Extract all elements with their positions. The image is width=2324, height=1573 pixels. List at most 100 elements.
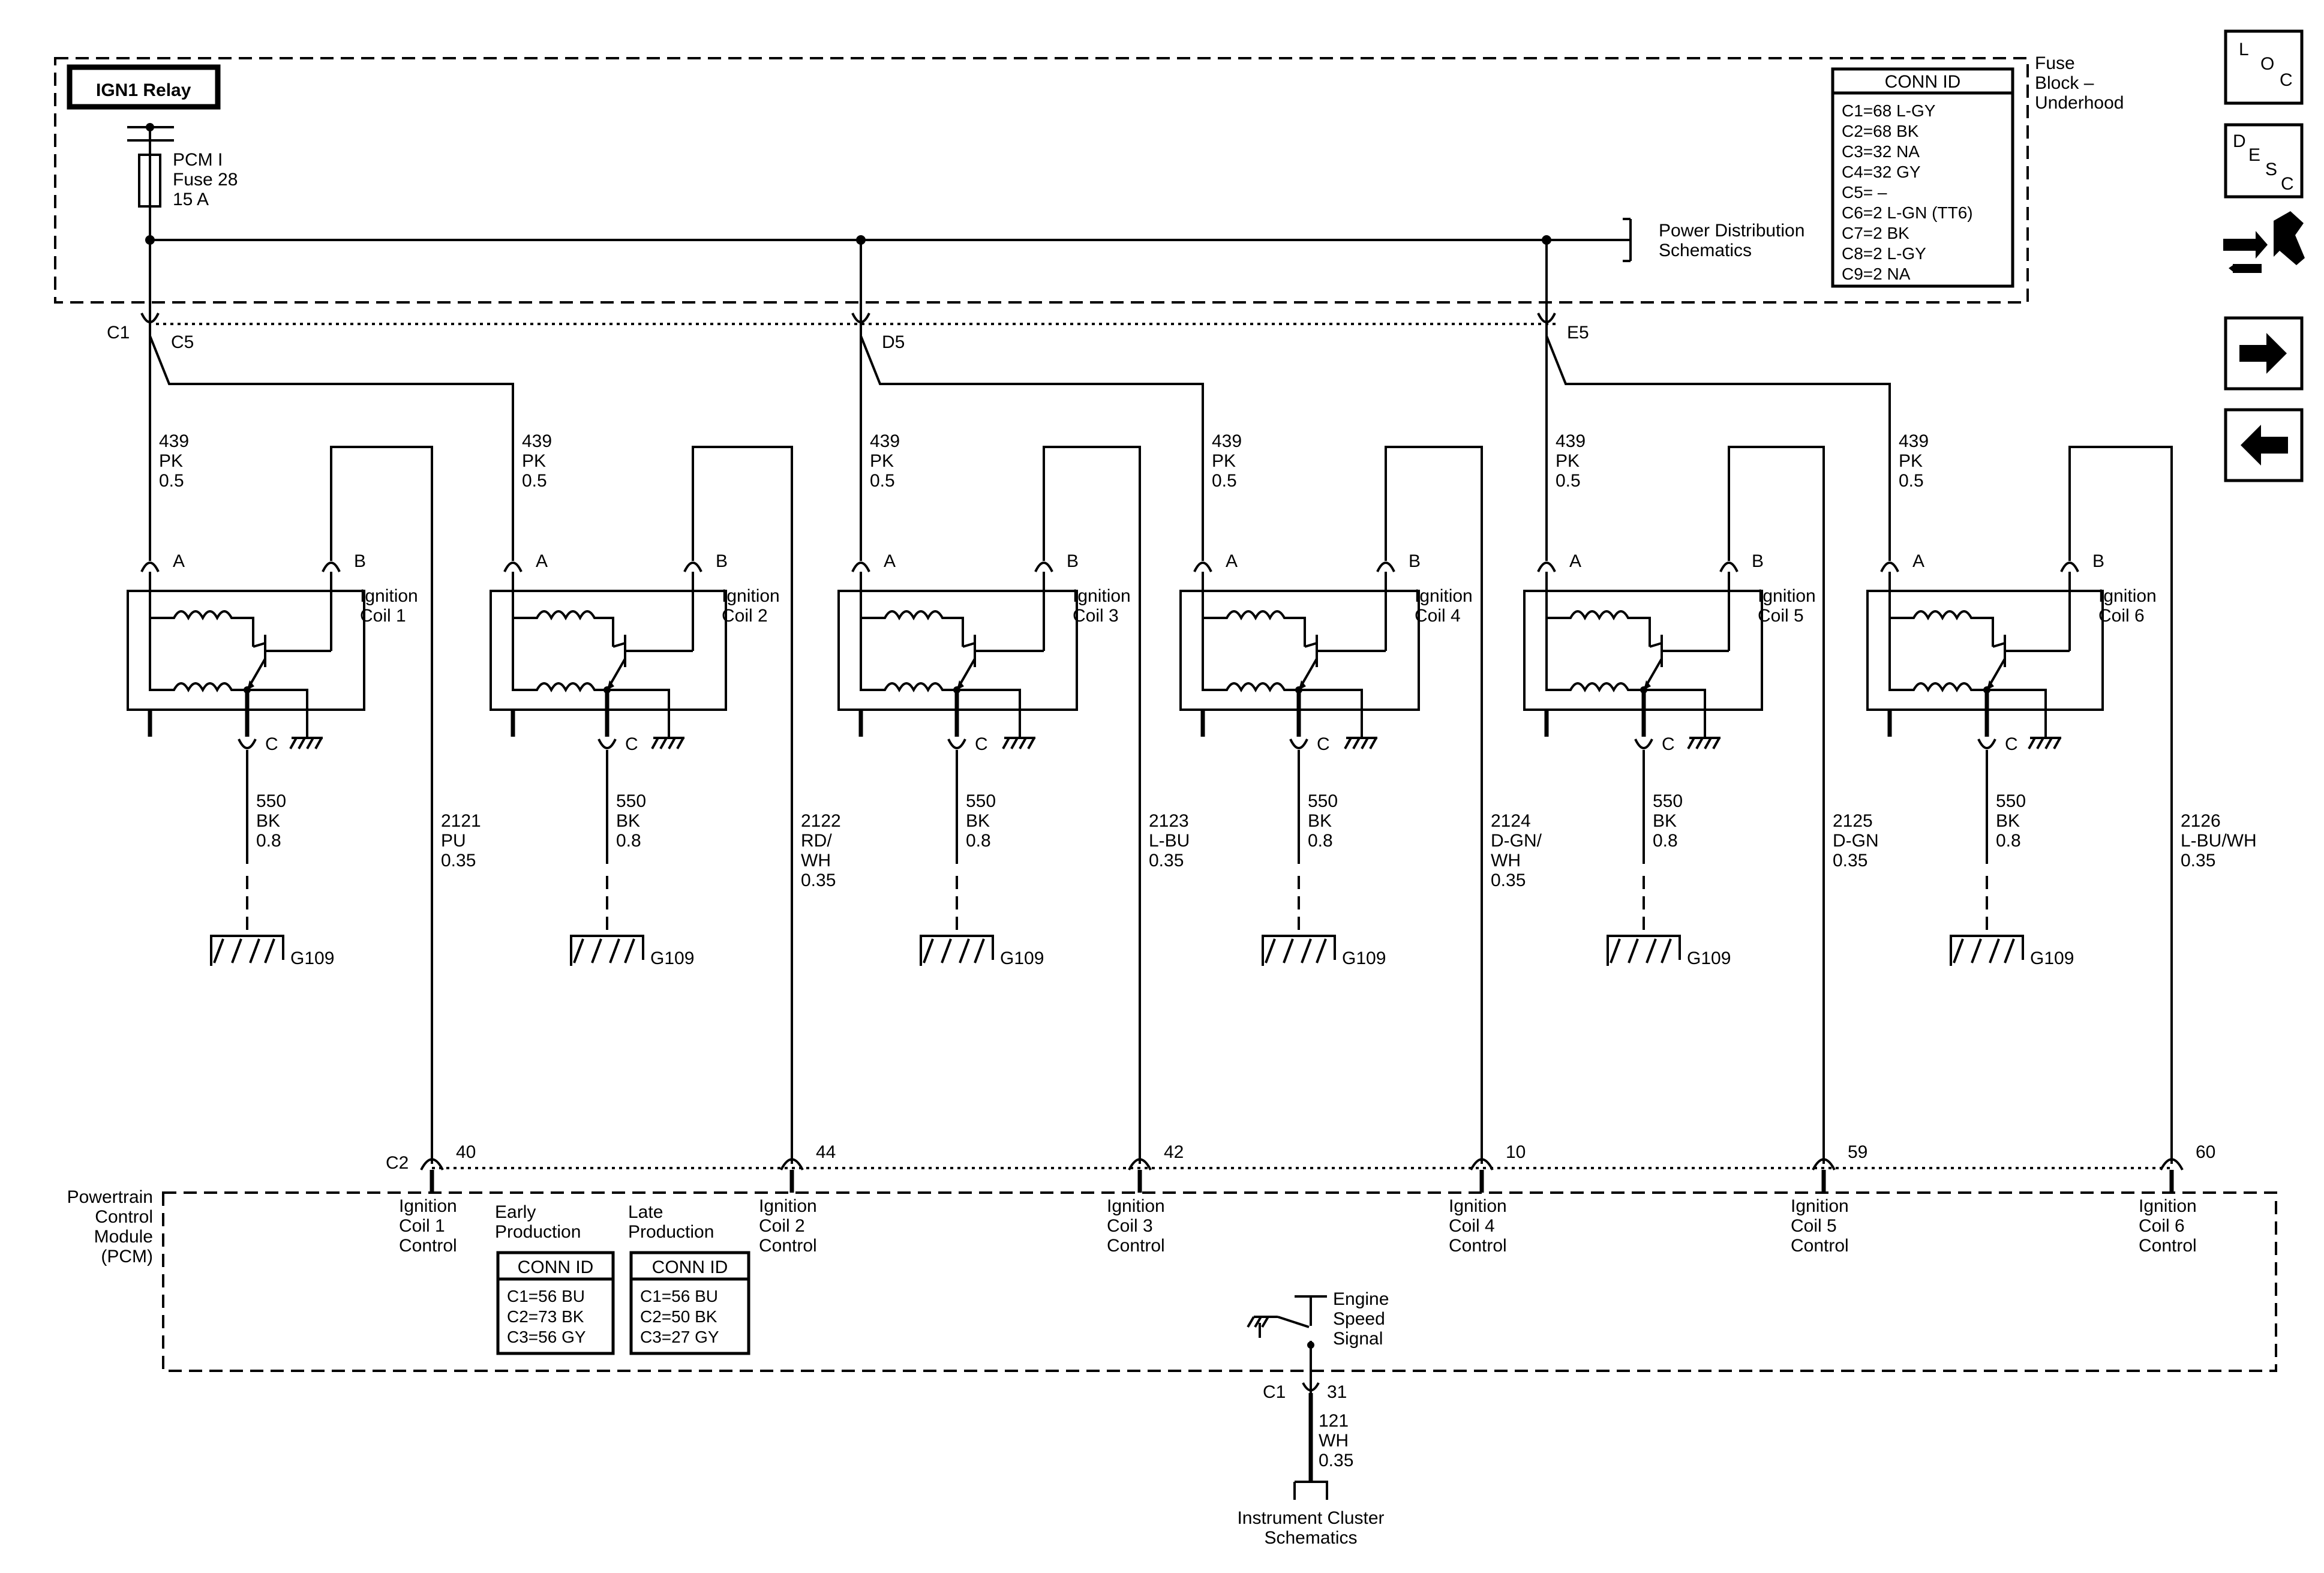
- pcm-title-2: Control: [95, 1207, 153, 1227]
- pin-c-label: C: [1317, 734, 1330, 754]
- late-conn-row: C1=56 BU: [640, 1287, 718, 1305]
- control-wire-circuit: 2124: [1491, 811, 1531, 831]
- feed-wire-color: PK: [1899, 451, 1923, 471]
- control-wire-color: D-GN/: [1491, 831, 1542, 851]
- pin-a-label: A: [536, 551, 548, 571]
- pin-a-connector: [1880, 562, 1899, 572]
- control-wire-gauge: 0.35: [1149, 851, 1184, 870]
- pin-a-connector: [1193, 562, 1212, 572]
- late-production-line-2: Production: [628, 1222, 714, 1242]
- prev-page-button[interactable]: [2224, 408, 2304, 482]
- engine-speed-signal-line-1: Engine: [1333, 1289, 1389, 1309]
- ground-label: G109: [650, 948, 694, 968]
- pcm-control-label: Coil 6: [2139, 1216, 2185, 1236]
- g109-ground-icon: [920, 935, 994, 966]
- pcm-pin-number: 44: [816, 1142, 836, 1162]
- pcm-control-label: Coil 2: [759, 1216, 805, 1236]
- pin-a-label: A: [1912, 551, 1924, 571]
- speed-wire-pin: 31: [1327, 1382, 1347, 1402]
- late-conn-id-table: CONN ID C1=56 BU C2=50 BK C3=27 GY: [629, 1251, 750, 1355]
- coil-case-ground-icon: [651, 720, 684, 749]
- pin-b-connector: [1376, 562, 1395, 572]
- pcm-control-label: Coil 4: [1449, 1216, 1495, 1236]
- secondary-winding: [1545, 618, 1644, 693]
- pin-c-connector: [238, 739, 257, 749]
- pcm-control-label: Control: [2139, 1236, 2197, 1256]
- feed-wire-color: PK: [1212, 451, 1236, 471]
- pin-c-connector: [1977, 739, 1996, 749]
- pcm-pin-number: 59: [1848, 1142, 1867, 1162]
- ground-wire-color: BK: [256, 811, 280, 831]
- coil-name-line: Ignition: [360, 586, 418, 606]
- pin-c-connector: [1289, 739, 1308, 749]
- pin-a-connector: [140, 562, 160, 572]
- feed-wire-circuit: 439: [870, 431, 900, 451]
- pcm-title-4: (PCM): [101, 1247, 153, 1266]
- secondary-winding: [149, 618, 247, 693]
- pin-c-connector: [947, 739, 966, 749]
- g109-ground-icon: [570, 935, 644, 966]
- control-wire-color: RD/: [801, 831, 832, 851]
- feed-wire-color: PK: [522, 451, 546, 471]
- coil-name-line: Ignition: [1758, 586, 1816, 606]
- pcm-pin-connector: [1812, 1158, 1836, 1170]
- ign1-relay: IGN1 Relay: [67, 64, 221, 110]
- fuse-block-conn-row: C1=68 L-GY: [1842, 101, 1936, 120]
- control-wire: [2068, 446, 2173, 1164]
- feed-wire-color: PK: [159, 451, 183, 471]
- feed-wire: [149, 335, 514, 561]
- coil-case-ground-icon: [1002, 720, 1035, 749]
- coil-ground-lead: [1644, 689, 1706, 720]
- feed-wire-gauge: 0.5: [1212, 471, 1237, 491]
- instrument-cluster-line-1: Instrument Cluster: [1237, 1508, 1384, 1528]
- desc-button[interactable]: D E S C: [2224, 123, 2304, 199]
- pin-b-connector: [2060, 562, 2079, 572]
- pin-b-label: B: [716, 551, 728, 571]
- early-conn-row: C3=56 GY: [507, 1328, 586, 1346]
- early-production-line-1: Early: [495, 1202, 536, 1222]
- fuse-block-conn-id-title: CONN ID: [1885, 72, 1961, 92]
- pin-c-connector: [597, 739, 617, 749]
- early-conn-row: C2=73 BK: [507, 1307, 584, 1326]
- ground-wire-circuit: 550: [256, 791, 286, 811]
- engine-speed-signal-line-2: Speed: [1333, 1309, 1385, 1329]
- feed-wire-color: PK: [870, 451, 894, 471]
- loc-letter-l: L: [2239, 40, 2249, 59]
- control-wire-gauge: 0.35: [1833, 851, 1867, 870]
- next-page-button[interactable]: [2224, 316, 2304, 391]
- control-wire: [692, 446, 793, 1164]
- pcm-connector-c2: C2: [386, 1153, 409, 1173]
- coil-case-ground-icon: [1687, 720, 1721, 749]
- feed-wire-gauge: 0.5: [1899, 471, 1924, 491]
- pin-b-label: B: [354, 551, 366, 571]
- coil-name-line: Coil 3: [1073, 606, 1119, 626]
- secondary-winding: [512, 618, 607, 693]
- coil-name-line: Ignition: [2098, 586, 2157, 606]
- pin-a-label: A: [173, 551, 185, 571]
- secondary-winding: [860, 618, 957, 693]
- fuse-block-conn-row: C7=2 BK: [1842, 224, 1909, 242]
- splice-pin-c5: C5: [171, 332, 194, 352]
- fuse-block-title-3: Underhood: [2035, 93, 2124, 113]
- pin-c-label: C: [265, 734, 278, 754]
- coil-name-line: Coil 4: [1415, 606, 1461, 626]
- control-wire-color: L-BU: [1149, 831, 1190, 851]
- pin-b-connector: [1034, 562, 1053, 572]
- coil-case-ground-icon: [289, 720, 323, 749]
- ground-wire-color: BK: [616, 811, 640, 831]
- pcm-pin-connector: [420, 1158, 444, 1170]
- pin-a-label: A: [1226, 551, 1238, 571]
- loc-button[interactable]: L O C: [2224, 29, 2304, 105]
- feed-wire-gauge: 0.5: [1556, 471, 1581, 491]
- pin-b-connector: [1719, 562, 1739, 572]
- pcm-pin-number: 40: [456, 1142, 476, 1162]
- fuse-block-conn-row: C5= –: [1842, 183, 1887, 202]
- control-wire-gauge: 0.35: [2181, 851, 2215, 870]
- coil-name-line: Ignition: [1073, 586, 1131, 606]
- feed-wire-gauge: 0.5: [522, 471, 547, 491]
- control-wire: [1728, 446, 1825, 1164]
- pin-a-label: A: [884, 551, 896, 571]
- connector-wrench-button[interactable]: [2223, 211, 2305, 273]
- pcm-control-label: Control: [1107, 1236, 1165, 1256]
